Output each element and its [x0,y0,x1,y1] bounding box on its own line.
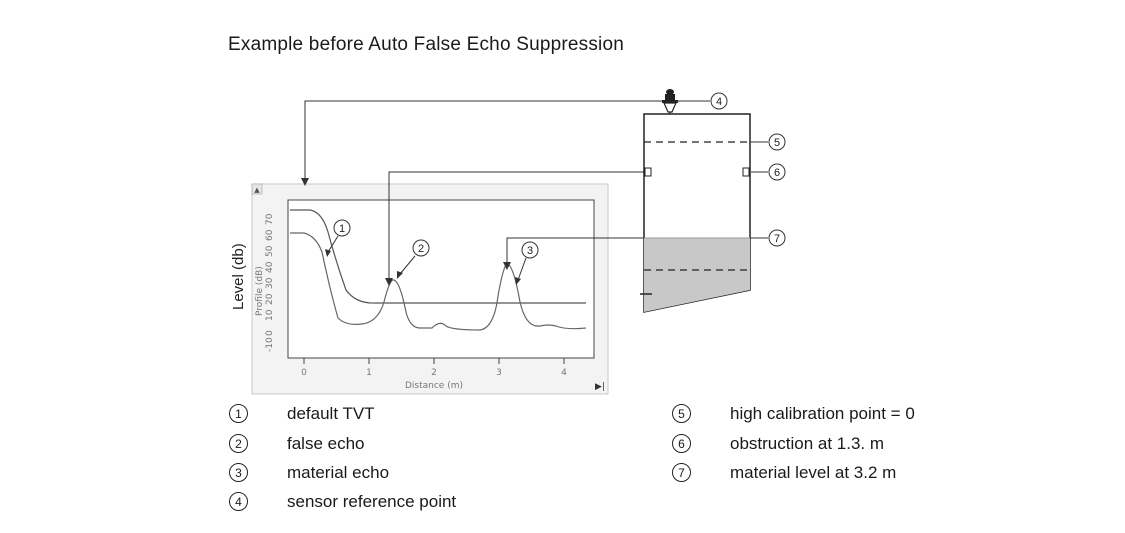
arrow-head [515,277,521,285]
inner-y-label: Profile (dB) [255,266,265,316]
echo-profile-curve [290,232,587,331]
legend-text: obstruction at 1.3. m [730,433,885,453]
y-axis-label: Level (db) [230,243,247,310]
y-tick: 60 [265,229,275,241]
y-tick: 50 [265,245,275,257]
callout-3-label: 3 [527,245,533,257]
figure-title: Example before Auto False Echo Suppressi… [228,34,625,55]
y-tick: 40 [265,261,275,273]
x-tick: 0 [301,368,307,378]
callout-5 [768,133,786,151]
legend-text: sensor reference point [287,491,457,511]
tvt-curve [290,209,586,304]
legend-number: 4 [229,492,248,511]
callout-7 [768,229,786,247]
y-tick: 10 [265,309,275,321]
legend-number: 5 [672,404,691,423]
y-tick: -10 [265,337,275,352]
legend-text: material level at 3.2 m [730,462,897,482]
callout-7-label: 7 [774,233,780,245]
tank-material [644,238,750,312]
callout-5-label: 5 [774,137,780,149]
x-ticks: 0 1 2 3 4 [301,368,567,378]
arrow-head [325,249,331,257]
legend-item: 2 false echo [229,434,365,453]
x-tick-marks [303,358,565,364]
y-tick: 20 [265,293,275,305]
y-ticks: -10 0 10 20 30 40 50 60 70 [265,213,275,352]
callout-2-pointer [399,255,416,275]
legend-number: 1 [229,404,248,423]
sensor-icon [662,89,678,114]
callout-2 [412,239,430,257]
arrow-head [385,278,393,286]
legend-number: 3 [229,463,248,482]
obstruction-right [742,167,750,177]
right-callout-leaders [676,100,768,239]
legend-text: false echo [287,433,365,453]
callout-4-label: 4 [716,96,722,108]
legend-item: 7 material level at 3.2 m [672,463,896,482]
up-arrow-icon: ▲ [254,186,260,194]
callout-2-label: 2 [418,243,424,255]
x-tick: 1 [366,368,372,378]
callout-1-label: 1 [339,223,345,235]
legend-number: 2 [229,434,248,453]
callout-6-label: 6 [774,167,780,179]
x-tick: 2 [431,368,437,378]
legend-item: 3 material echo [229,463,389,482]
x-tick: 4 [561,368,567,378]
arrow-head [397,271,403,279]
legend-item: 6 obstruction at 1.3. m [672,434,884,453]
legend-item: 4 sensor reference point [229,492,456,511]
legend-text: default TVT [287,403,375,423]
x-tick: 3 [496,368,502,378]
legend-item: 5 high calibration point = 0 [672,404,915,423]
obstruction-left [644,167,652,177]
legend-text: material echo [287,462,390,482]
y-tick: 70 [265,213,275,225]
legend-text: high calibration point = 0 [730,403,915,423]
x-axis-label: Distance (m) [405,381,463,391]
callout-1 [333,219,351,237]
callout-1-pointer [327,235,339,253]
y-tick: 30 [265,277,275,289]
plot-area [287,199,595,359]
y-tick: 0 [265,330,275,336]
legend-item: 1 default TVT [229,404,375,423]
callout-3 [521,241,539,259]
callout-6 [768,163,786,181]
window-corner-button[interactable] [251,183,263,195]
legend-number: 6 [672,434,691,453]
arrow-head [301,178,309,186]
legend-number: 7 [672,463,691,482]
skip-end-icon[interactable]: ▶| [595,382,605,392]
callout-4 [710,92,728,110]
callout-3-pointer [517,257,527,281]
arrow-head [503,262,511,270]
